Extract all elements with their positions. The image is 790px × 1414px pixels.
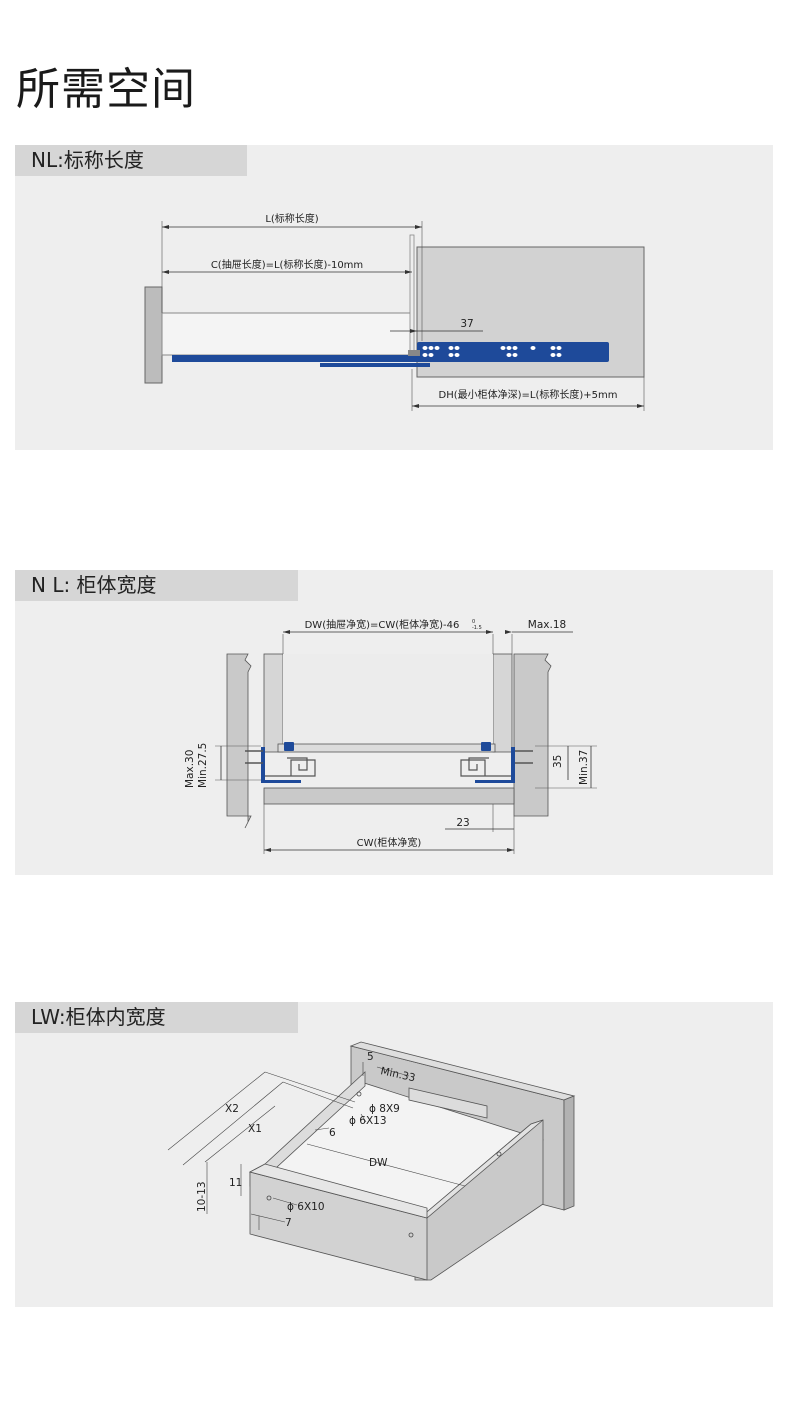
nominal-length-diagram: L(标称长度) C(抽屉长度)=L(标称长度)-10mm 37 DH(最小柜体净… <box>144 212 645 411</box>
label-cabinet-width: CW(柜体净宽) <box>357 836 422 849</box>
drawer-front <box>144 286 163 384</box>
label-x2: X2 <box>225 1103 239 1115</box>
drawer-box <box>161 312 413 356</box>
label-tolerance-plus: 0 <box>472 619 475 625</box>
label-11: 11 <box>229 1177 242 1189</box>
cabinet-slide-rail <box>417 342 609 362</box>
label-max-18: Max.18 <box>528 619 566 631</box>
drawer-bottom <box>277 743 496 753</box>
left-cabinet-panel <box>226 653 252 829</box>
label-23: 23 <box>456 817 469 829</box>
label-phi-6x13: ϕ 6X13 <box>349 1115 387 1127</box>
label-10-13: 10-13 <box>196 1181 208 1212</box>
drawer-slide-rail <box>172 355 424 362</box>
label-35: 35 <box>552 755 564 768</box>
label-max-30: Max.30 <box>184 750 196 788</box>
label-7: 7 <box>285 1217 292 1229</box>
cabinet-bottom <box>263 787 515 805</box>
label-nominal-length: L(标称长度) <box>265 212 318 225</box>
label-min-cabinet-depth: DH(最小柜体净深)=L(标称长度)+5mm <box>439 388 618 401</box>
label-min-37: Min.37 <box>578 750 590 785</box>
section-cabinet-inner-width: LW:柜体内宽度 <box>15 1002 773 1307</box>
right-cabinet-panel <box>513 653 552 817</box>
label-tolerance-minus: -1.5 <box>472 625 482 631</box>
label-37: 37 <box>460 318 473 330</box>
label-phi-8x9: ϕ 8X9 <box>369 1103 400 1115</box>
label-5: 5 <box>367 1051 374 1063</box>
section-tab: N L: 柜体宽度 <box>15 570 298 601</box>
label-dw: DW <box>369 1157 388 1169</box>
cabinet-width-diagram: DW(抽屉净宽)=CW(柜体净宽)-46 0 -1.5 Max.18 Max.3… <box>184 618 597 854</box>
section-nominal-length: NL:标称长度 L(标称长度) C(抽屉长度) <box>15 145 773 450</box>
section-tab: NL:标称长度 <box>15 145 247 176</box>
cabinet-inner-width-diagram: 5 Min.33 ϕ 8X9 ϕ 6X13 X2 X1 6 DW 11 10-1… <box>167 1041 576 1281</box>
label-x1: X1 <box>248 1123 262 1135</box>
slide-holes <box>422 346 562 357</box>
left-drawer-side <box>263 653 284 753</box>
label-drawer-length: C(抽屉长度)=L(标称长度)-10mm <box>211 258 363 271</box>
label-drawer-width: DW(抽屉净宽)=CW(柜体净宽)-46 <box>305 618 460 631</box>
right-drawer-side <box>492 653 513 753</box>
section-tab: LW:柜体内宽度 <box>15 1002 298 1033</box>
label-min-27-5: Min.27.5 <box>197 743 209 788</box>
page-title: 所需空间 <box>16 64 196 115</box>
label-6: 6 <box>329 1127 336 1139</box>
label-phi-6x10: ϕ 6X10 <box>287 1201 325 1213</box>
section-cabinet-width: N L: 柜体宽度 DW(抽屉净宽 <box>15 570 773 875</box>
